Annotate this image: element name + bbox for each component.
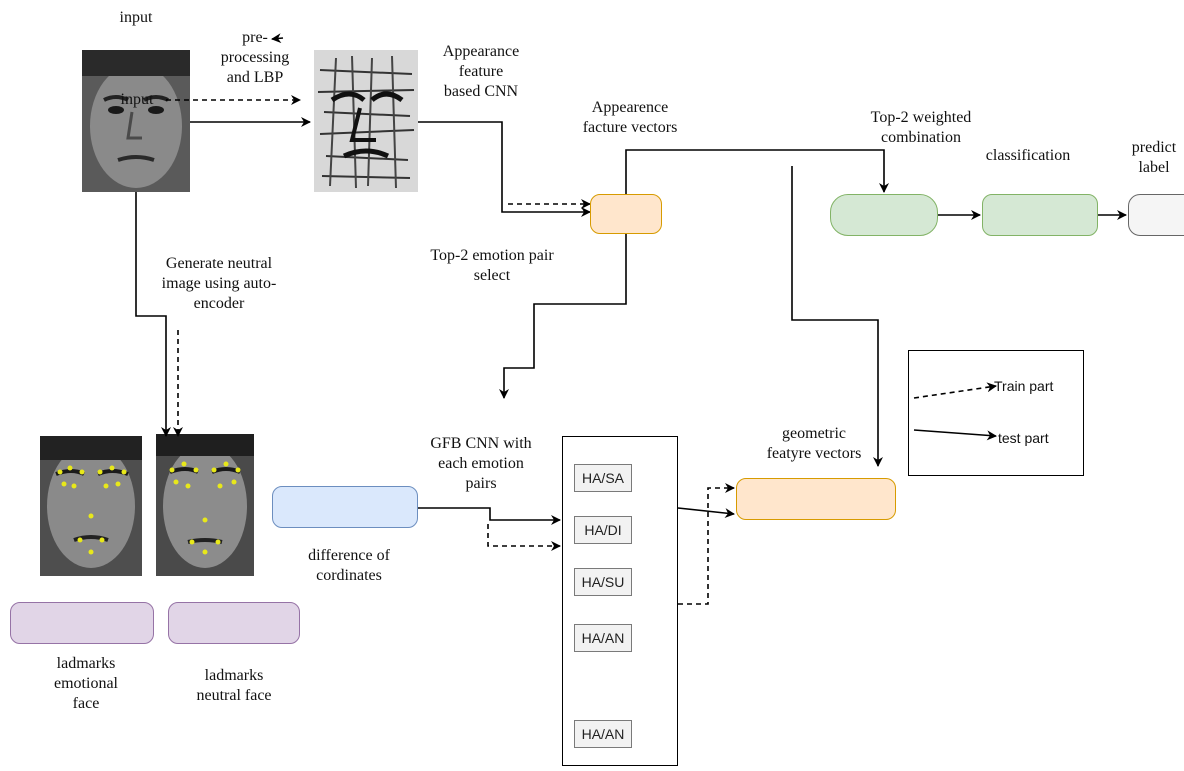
top2-weighted-label: Top-2 weighted combination xyxy=(870,109,972,146)
predict-label-box xyxy=(1128,194,1184,236)
gfb-cnn-label: GFB CNN with each emotion pairs xyxy=(430,435,532,492)
predict-label-text: predict label xyxy=(1131,139,1177,176)
test-arrow-input-to-neutral xyxy=(135,192,171,437)
test-arrow-cnn-to-appearance xyxy=(418,121,591,217)
emotion-pair-ha-an: HA/AN xyxy=(574,624,632,652)
legend-test-label: test part xyxy=(998,430,1049,446)
geometric-vector-box xyxy=(736,478,896,520)
landmarks-neutral-label: ladmarks neutral face xyxy=(196,667,272,704)
neutral-face-landmarks-image xyxy=(156,434,254,576)
weighted-combination-box xyxy=(830,194,938,236)
test-arrow-gfb-to-geometric xyxy=(677,507,735,519)
arrow-appearance-to-combination xyxy=(625,149,889,194)
legend-box xyxy=(908,350,1084,476)
emotion-pair-ha-an-last: HA/AN xyxy=(574,720,632,748)
input-overlay-label: input xyxy=(120,91,154,108)
legend-train-label: Train part xyxy=(994,378,1054,394)
landmarks-neutral-box xyxy=(168,602,300,644)
lbp-face-image xyxy=(314,50,418,192)
appearance-vectors-label: Appearence facture vectors xyxy=(582,99,678,136)
preprocessing-label: pre- processing and LBP xyxy=(220,29,290,86)
appearance-cnn-label: Appearance feature based CNN xyxy=(442,43,520,100)
emotion-pair-ha-di: HA/DI xyxy=(574,516,632,544)
train-arrow-difference-to-gfb xyxy=(487,524,561,551)
input-title-label: input xyxy=(119,9,153,26)
appearance-vector-box xyxy=(590,194,662,234)
generate-neutral-label: Generate neutral image using auto- encod… xyxy=(161,255,277,312)
classification-label: classification xyxy=(985,147,1071,164)
top2-select-label: Top-2 emotion pair select xyxy=(430,247,554,284)
difference-box xyxy=(272,486,418,528)
emotion-pair-ha-sa: HA/SA xyxy=(574,464,632,492)
test-arrow-difference-to-gfb xyxy=(418,507,561,525)
landmarks-emotional-box xyxy=(10,602,154,644)
legend-train-arrow xyxy=(913,382,997,399)
preprocessing-pointer-arrow xyxy=(271,33,284,44)
arrow-appearance-to-gfb xyxy=(499,234,627,399)
legend-test-arrow xyxy=(913,429,997,441)
arrow-to-geometric-vectors xyxy=(791,166,883,467)
emotion-pair-ha-su: HA/SU xyxy=(574,568,632,596)
train-arrow-gfb-to-geometric xyxy=(678,483,735,605)
input-face-image xyxy=(82,50,190,192)
classification-box xyxy=(982,194,1098,236)
landmarks-emotional-label: ladmarks emotional face xyxy=(54,655,118,712)
difference-label: difference of cordinates xyxy=(308,547,390,584)
emotional-face-landmarks-image xyxy=(40,436,142,576)
geometric-vectors-label: geometric featyre vectors xyxy=(766,425,862,462)
